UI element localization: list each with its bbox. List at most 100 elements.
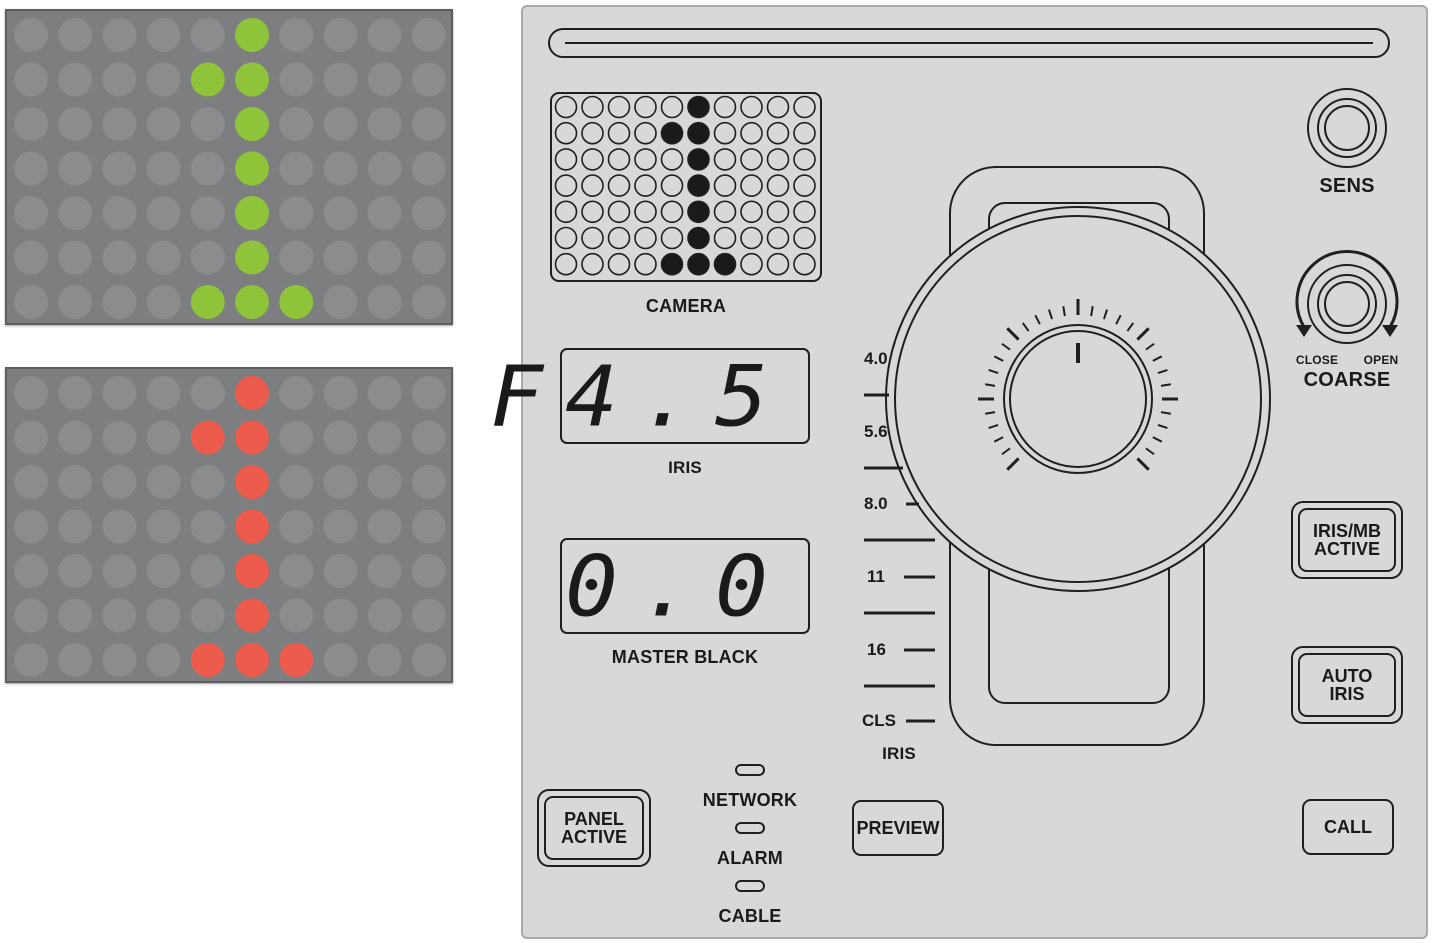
camera-dot	[607, 95, 631, 119]
iris-mb-active-label: ACTIVE	[1313, 539, 1380, 559]
camera-dot	[766, 95, 790, 119]
led-dot	[367, 420, 402, 455]
panel-active-button[interactable]: PANEL ACTIVE	[537, 789, 651, 867]
camera-dot	[634, 252, 657, 276]
led-dot	[279, 465, 314, 499]
camera-dot	[554, 95, 578, 119]
camera-dot	[581, 174, 604, 197]
led-dot	[411, 18, 446, 52]
iris-mb-active-button[interactable]: IRIS/MB ACTIVE	[1291, 501, 1403, 579]
led-dot	[102, 420, 137, 455]
camera-dot	[793, 95, 816, 119]
alarm-label: ALARM	[717, 848, 783, 868]
camera-dot	[740, 200, 763, 224]
master-black-display-value: 0.0	[565, 537, 790, 635]
dial-tick	[1160, 383, 1171, 387]
camera-dot	[607, 200, 631, 224]
coarse-knob[interactable]	[1307, 264, 1387, 344]
red-tally-matrix	[5, 367, 453, 683]
dial-tick	[1160, 411, 1171, 415]
dial-tick	[1115, 314, 1122, 325]
led-dot	[367, 107, 402, 141]
led-dot	[58, 196, 93, 230]
network-led	[735, 764, 765, 776]
led-dot	[58, 107, 93, 141]
camera-dot	[554, 200, 578, 224]
led-dot	[367, 554, 402, 588]
led-dot	[367, 18, 402, 52]
led-dot	[190, 598, 225, 633]
led-dot	[14, 598, 48, 633]
led-dot-lit	[235, 420, 269, 455]
led-dot	[58, 240, 93, 275]
led-dot-lit	[235, 509, 269, 544]
preview-button[interactable]: PREVIEW	[852, 800, 944, 856]
led-dot	[411, 285, 446, 319]
camera-dot	[660, 200, 684, 224]
iris-scale-mark: 8.0	[864, 494, 888, 513]
coarse-arc	[1295, 249, 1399, 328]
led-dot	[102, 62, 137, 97]
red-matrix-dots	[14, 376, 446, 677]
camera-dot	[740, 252, 763, 276]
led-dot	[58, 465, 93, 499]
led-dot	[102, 554, 137, 588]
call-label: CALL	[1324, 816, 1372, 837]
led-dot	[190, 196, 225, 230]
call-button[interactable]: CALL	[1302, 799, 1394, 855]
cable-label: CABLE	[718, 906, 782, 926]
camera-dot	[607, 226, 631, 250]
dial-tick	[1001, 342, 1011, 351]
camera-dot	[634, 226, 657, 250]
camera-control-panel: CAMERA F4.5 IRIS 0.0 MASTER BLACK 4.0 5.…	[490, 5, 1428, 939]
iris-joystick[interactable]	[885, 206, 1271, 592]
led-dot	[279, 196, 314, 230]
led-dot	[58, 18, 93, 52]
led-dot-lit	[235, 151, 269, 186]
iris-scale-mark: 5.6	[864, 422, 888, 441]
led-dot	[323, 196, 358, 230]
coarse-arrow-left-icon	[1296, 325, 1312, 337]
led-dot-lit	[190, 643, 225, 677]
camera-dot	[740, 148, 763, 171]
camera-dot	[554, 252, 578, 276]
led-dot	[102, 376, 137, 410]
camera-dot-lit	[687, 252, 710, 276]
camera-dot	[793, 226, 816, 250]
led-dot	[146, 554, 181, 588]
camera-dot	[581, 95, 604, 119]
top-slot	[548, 28, 1390, 58]
led-dot	[146, 196, 181, 230]
dial-tick	[1136, 457, 1150, 471]
camera-dot	[793, 174, 816, 197]
iris-scale-mark: 4.0	[864, 349, 888, 368]
led-dot	[323, 554, 358, 588]
camera-dot	[660, 148, 684, 171]
camera-dot	[793, 252, 816, 276]
camera-dot	[634, 200, 657, 224]
cable-led	[735, 880, 765, 892]
camera-dot	[554, 148, 578, 171]
camera-dot	[713, 148, 737, 171]
led-dot	[367, 62, 402, 97]
led-dot	[102, 285, 137, 319]
camera-dot	[607, 148, 631, 171]
led-dot-lit	[235, 598, 269, 633]
green-matrix-dots	[14, 18, 446, 319]
coarse-arrow-right-icon	[1382, 325, 1398, 337]
led-dot	[367, 643, 402, 677]
sens-knob[interactable]	[1307, 88, 1387, 168]
iris-scale-mark: CLS	[862, 711, 896, 730]
camera-dot-lit	[687, 226, 710, 250]
auto-iris-button[interactable]: AUTO IRIS	[1291, 646, 1403, 724]
camera-dot	[766, 121, 790, 145]
dial-tick	[1152, 436, 1163, 443]
panel-active-label: PANEL	[564, 809, 624, 829]
led-dot	[146, 643, 181, 677]
led-dot	[14, 151, 48, 186]
led-dot	[367, 285, 402, 319]
led-dot-lit	[279, 643, 314, 677]
led-dot	[279, 598, 314, 633]
led-dot	[323, 643, 358, 677]
dial-tick	[993, 355, 1004, 362]
